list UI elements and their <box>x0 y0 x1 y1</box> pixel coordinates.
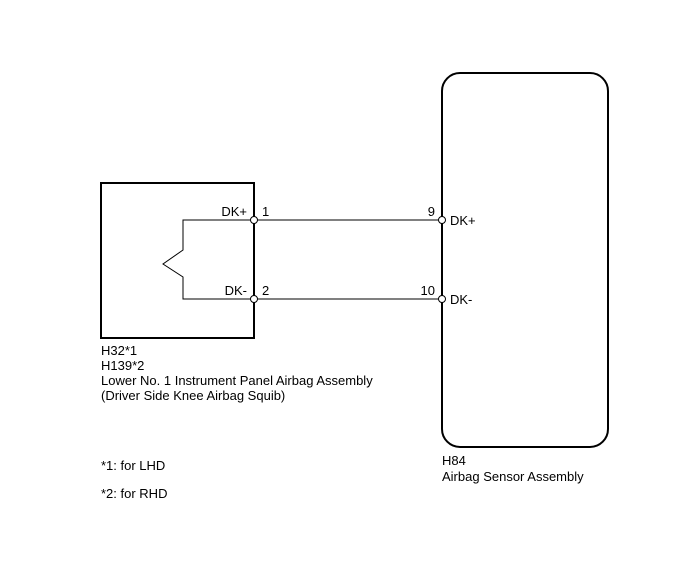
squib-element <box>162 219 254 300</box>
squib-name-detail: (Driver Side Knee Airbag Squib) <box>101 388 285 403</box>
squib-pin1-number: 1 <box>262 204 269 219</box>
squib-pin-2 <box>250 295 258 303</box>
squib-pin1-signal: DK+ <box>221 204 247 219</box>
sensor-pin10-number: 10 <box>421 283 435 298</box>
airbag-sensor-box <box>441 72 609 448</box>
squib-connector-rhd: H139*2 <box>101 358 144 373</box>
sensor-pin9-number: 9 <box>428 204 435 219</box>
footnote-rhd: *2: for RHD <box>101 486 167 501</box>
squib-name: Lower No. 1 Instrument Panel Airbag Asse… <box>101 373 373 388</box>
squib-connector-lhd: H32*1 <box>101 343 137 358</box>
sensor-connector: H84 <box>442 453 466 468</box>
sensor-name: Airbag Sensor Assembly <box>442 469 584 484</box>
squib-pin2-number: 2 <box>262 283 269 298</box>
squib-pin2-signal: DK- <box>225 283 247 298</box>
sensor-pin9-signal: DK+ <box>450 213 476 228</box>
squib-pin-1 <box>250 216 258 224</box>
sensor-pin-9 <box>438 216 446 224</box>
sensor-pin10-signal: DK- <box>450 292 472 307</box>
footnote-lhd: *1: for LHD <box>101 458 165 473</box>
sensor-pin-10 <box>438 295 446 303</box>
squib-assembly-box <box>100 182 255 339</box>
